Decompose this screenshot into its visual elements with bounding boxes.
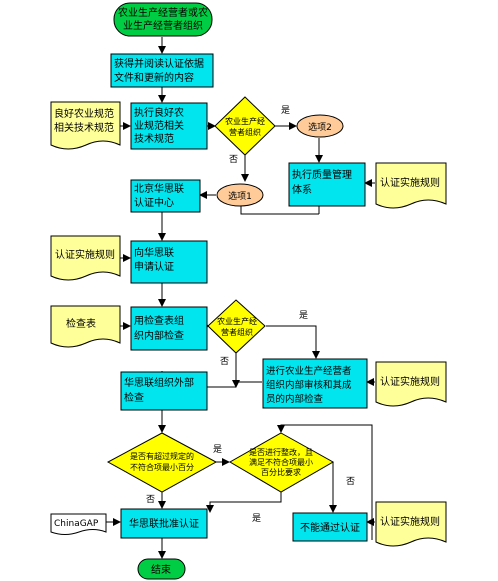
step-read-line2: 文件和更新的内容 [114, 71, 194, 84]
connector-quality-option1-hook [240, 205, 319, 215]
doc-rules2-label: 认证实施规则 [55, 248, 115, 261]
label-no-rectify: 否 [346, 476, 355, 487]
decision-exceed: 是否有超过规定的 不符合项最小百分 [106, 432, 218, 493]
step-internal-audit-line3: 员的内部检查 [266, 393, 324, 405]
document-gap-spec: 良好农业规范 相关技术规范 [50, 101, 121, 150]
connector-rectify-approve [206, 492, 282, 513]
decision2-line2: 营者组织 [221, 327, 253, 337]
document-rules-3: 认证实施规则 [375, 361, 447, 407]
decision-org-line2: 营者组织 [229, 127, 261, 137]
beijing-center: 北京华思联 认证中心 [130, 179, 201, 213]
step-internal-check-line2: 织内部检查 [134, 329, 184, 342]
step-external-line2: 检查 [124, 391, 144, 404]
step-execute-line1: 执行良好农 [134, 106, 184, 119]
label-no-decision1: 否 [229, 154, 238, 165]
doc-gap-line2: 相关技术规范 [54, 121, 114, 134]
decision2-line1: 农业生产经 [217, 316, 257, 326]
document-rules-4: 认证实施规则 [375, 501, 447, 547]
step-apply: 向华思联 申请认证 [130, 240, 208, 284]
label-yes-exceed: 是 [213, 444, 222, 455]
beijing-line2: 认证中心 [134, 196, 174, 209]
step-external-line1: 华思联组织外部 [124, 376, 194, 389]
step-apply-line1: 向华思联 [134, 246, 174, 259]
decision-org-type-2: 农业生产经 营者组织 [207, 299, 266, 354]
document-checklist: 检查表 [50, 305, 121, 348]
beijing-line1: 北京华思联 [134, 182, 184, 195]
step-execute-line2: 业规范相关 [134, 119, 184, 132]
doc-rules1-label: 认证实施规则 [380, 176, 440, 189]
decision-rectify-line3: 百分比要求 [261, 467, 301, 477]
document-rules-1: 认证实施规则 [375, 162, 447, 209]
doc-chinagap-label: ChinaGAP [54, 519, 99, 529]
step-fail-label: 不能通过认证 [300, 521, 360, 534]
connector-decision2-internalaudit [266, 325, 320, 359]
step-quality-line1: 执行质量管理 [292, 168, 352, 181]
step-internal-check-line1: 用检查表组 [134, 314, 184, 327]
start-label-line2: 业生产经营者组织 [123, 19, 203, 32]
label-yes-decision2: 是 [299, 310, 308, 321]
label-no-exceed: 否 [146, 494, 155, 505]
option-2: 选项2 [296, 114, 344, 138]
decision-org-line1: 农业生产经 [225, 116, 265, 126]
decision-rectify-line1: 是否进行整改，且 [249, 447, 313, 457]
doc-rules3-label: 认证实施规则 [380, 375, 440, 388]
document-chinagap: ChinaGAP [50, 513, 107, 535]
step-internal-audit-line1: 进行农业生产经营者 [266, 365, 352, 377]
connector-internalaudit-merge [235, 364, 262, 383]
decision-org-type: 农业生产经 营者组织 [214, 96, 276, 156]
step-fail: 不能通过认证 [292, 512, 368, 542]
step-internal-check: 用检查表组 织内部检查 [130, 306, 208, 351]
step-internal-audit: 进行农业生产经营者 组织内部审核和其成 员的内部检查 [262, 358, 368, 409]
label-no-decision2: 否 [220, 356, 229, 367]
decision-rectify: 是否进行整改，且 满足不符合项最小 百分比要求 [229, 432, 335, 493]
step-apply-line2: 申请认证 [134, 260, 174, 273]
step-approve: 华思联批准认证 [120, 508, 208, 539]
start-label-line1: 农业生产经营者或农 [118, 6, 208, 19]
option1-label: 选项1 [228, 190, 252, 202]
step-external-check: 华思联组织外部 检查 [120, 371, 208, 411]
step-execute-gap: 执行良好农 业规范相关 技术规范 [130, 102, 208, 150]
step-quality-line2: 体系 [292, 184, 312, 196]
connector-fail-loop [277, 424, 373, 540]
option-1: 选项1 [216, 183, 264, 207]
document-rules-2: 认证实施规则 [50, 235, 121, 281]
label-yes-decision1: 是 [281, 105, 290, 116]
end-terminal: 结束 [137, 558, 186, 580]
step-read-line1: 获得并阅读认证依据 [114, 57, 204, 70]
doc-rules4-label: 认证实施规则 [380, 515, 440, 528]
step-execute-line3: 技术规范 [134, 132, 174, 145]
start-terminal: 农业生产经营者或农 业生产经营者组织 [113, 2, 213, 37]
decision-exceed-line2: 不符合项最小百分 [130, 462, 194, 472]
connectors [106, 37, 375, 559]
step-read-documents: 获得并阅读认证依据 文件和更新的内容 [110, 53, 214, 88]
step-quality-system: 执行质量管理 体系 [288, 162, 366, 207]
option2-label: 选项2 [308, 121, 332, 133]
step-approve-label: 华思联批准认证 [129, 517, 199, 530]
end-label: 结束 [151, 563, 171, 576]
decision-exceed-line1: 是否有超过规定的 [130, 451, 194, 461]
decision-rectify-line2: 满足不符合项最小 [249, 457, 313, 467]
step-internal-audit-line2: 组织内部审核和其成 [266, 379, 352, 391]
checklist-label: 检查表 [66, 317, 96, 330]
label-yes-rectify: 是 [252, 513, 261, 524]
doc-gap-line1: 良好农业规范 [54, 107, 114, 120]
